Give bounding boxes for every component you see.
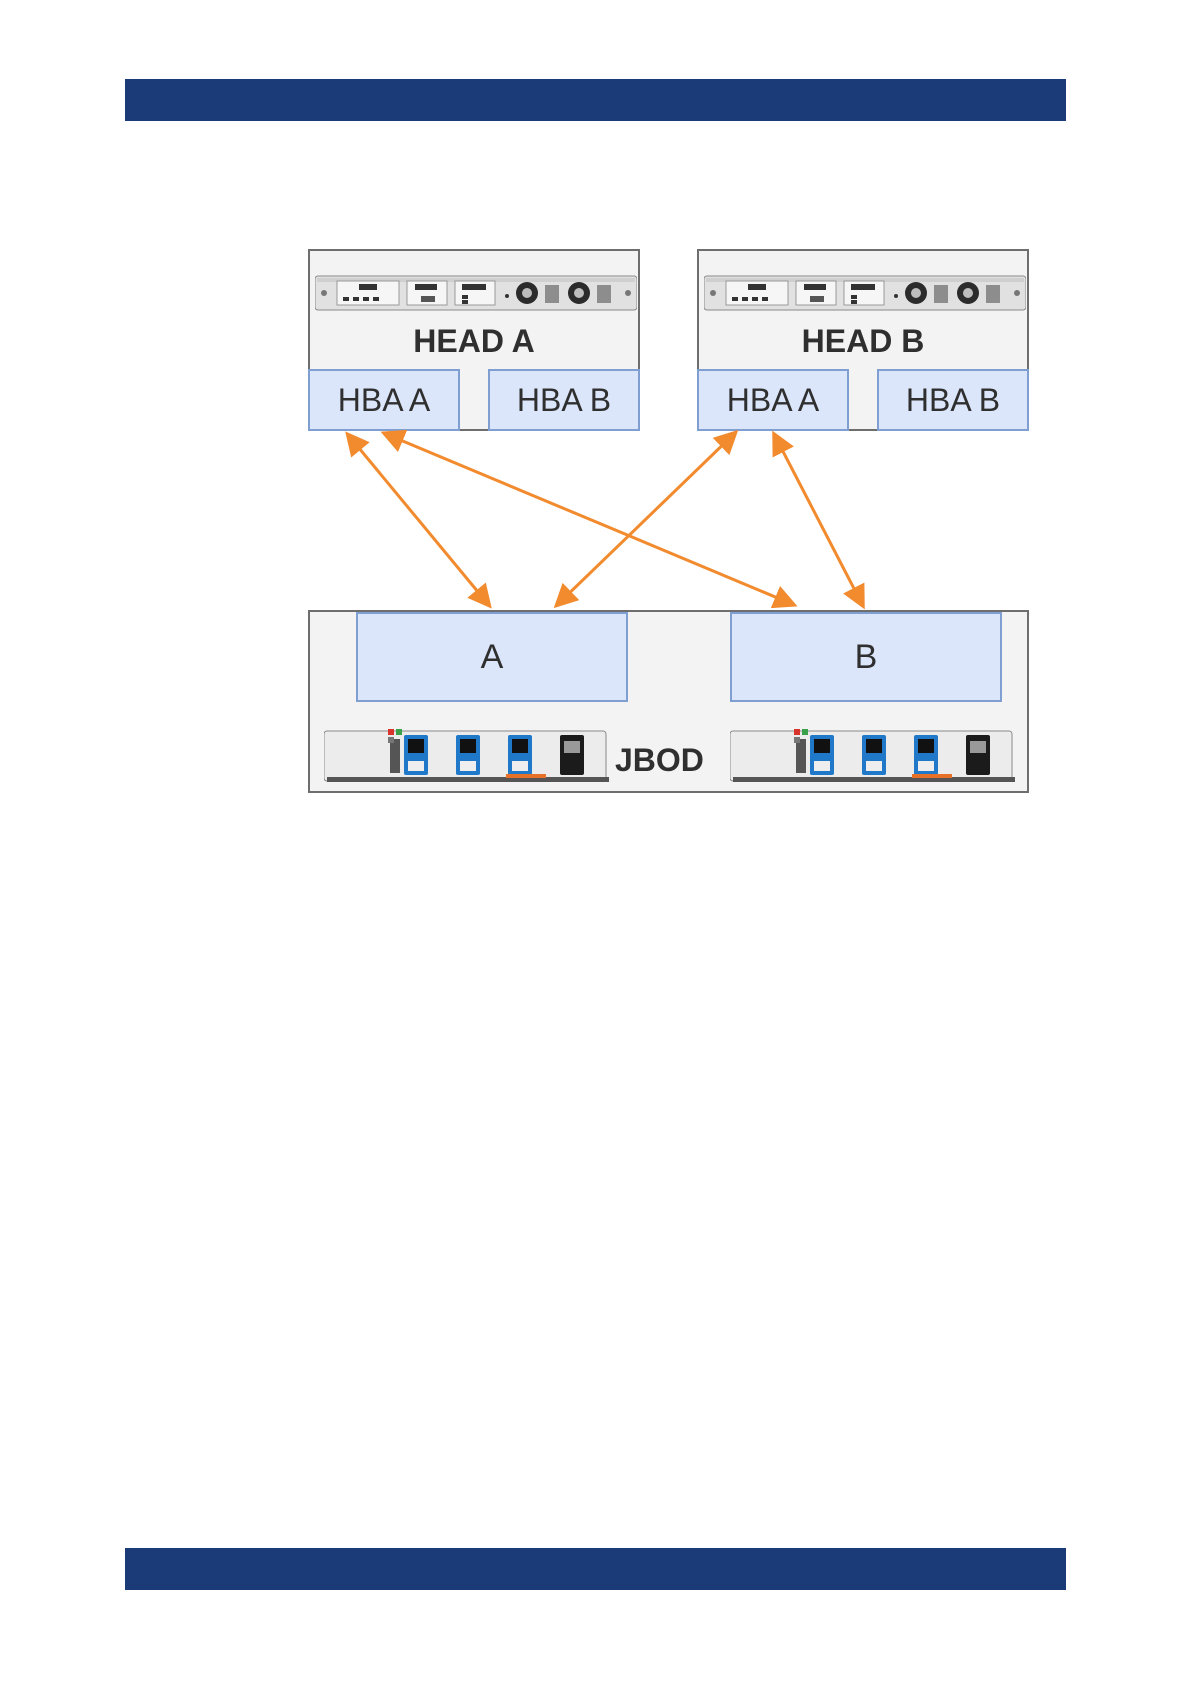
- link-heada-hbaa-to-jbod-a: [349, 436, 488, 604]
- link-headb-hbaa-to-jbod-b: [775, 436, 862, 604]
- link-headb-hbaa-to-jbod-a: [558, 434, 734, 604]
- link-heada-hbaa-to-jbod-b: [386, 434, 792, 604]
- footer-band: [125, 1548, 1066, 1590]
